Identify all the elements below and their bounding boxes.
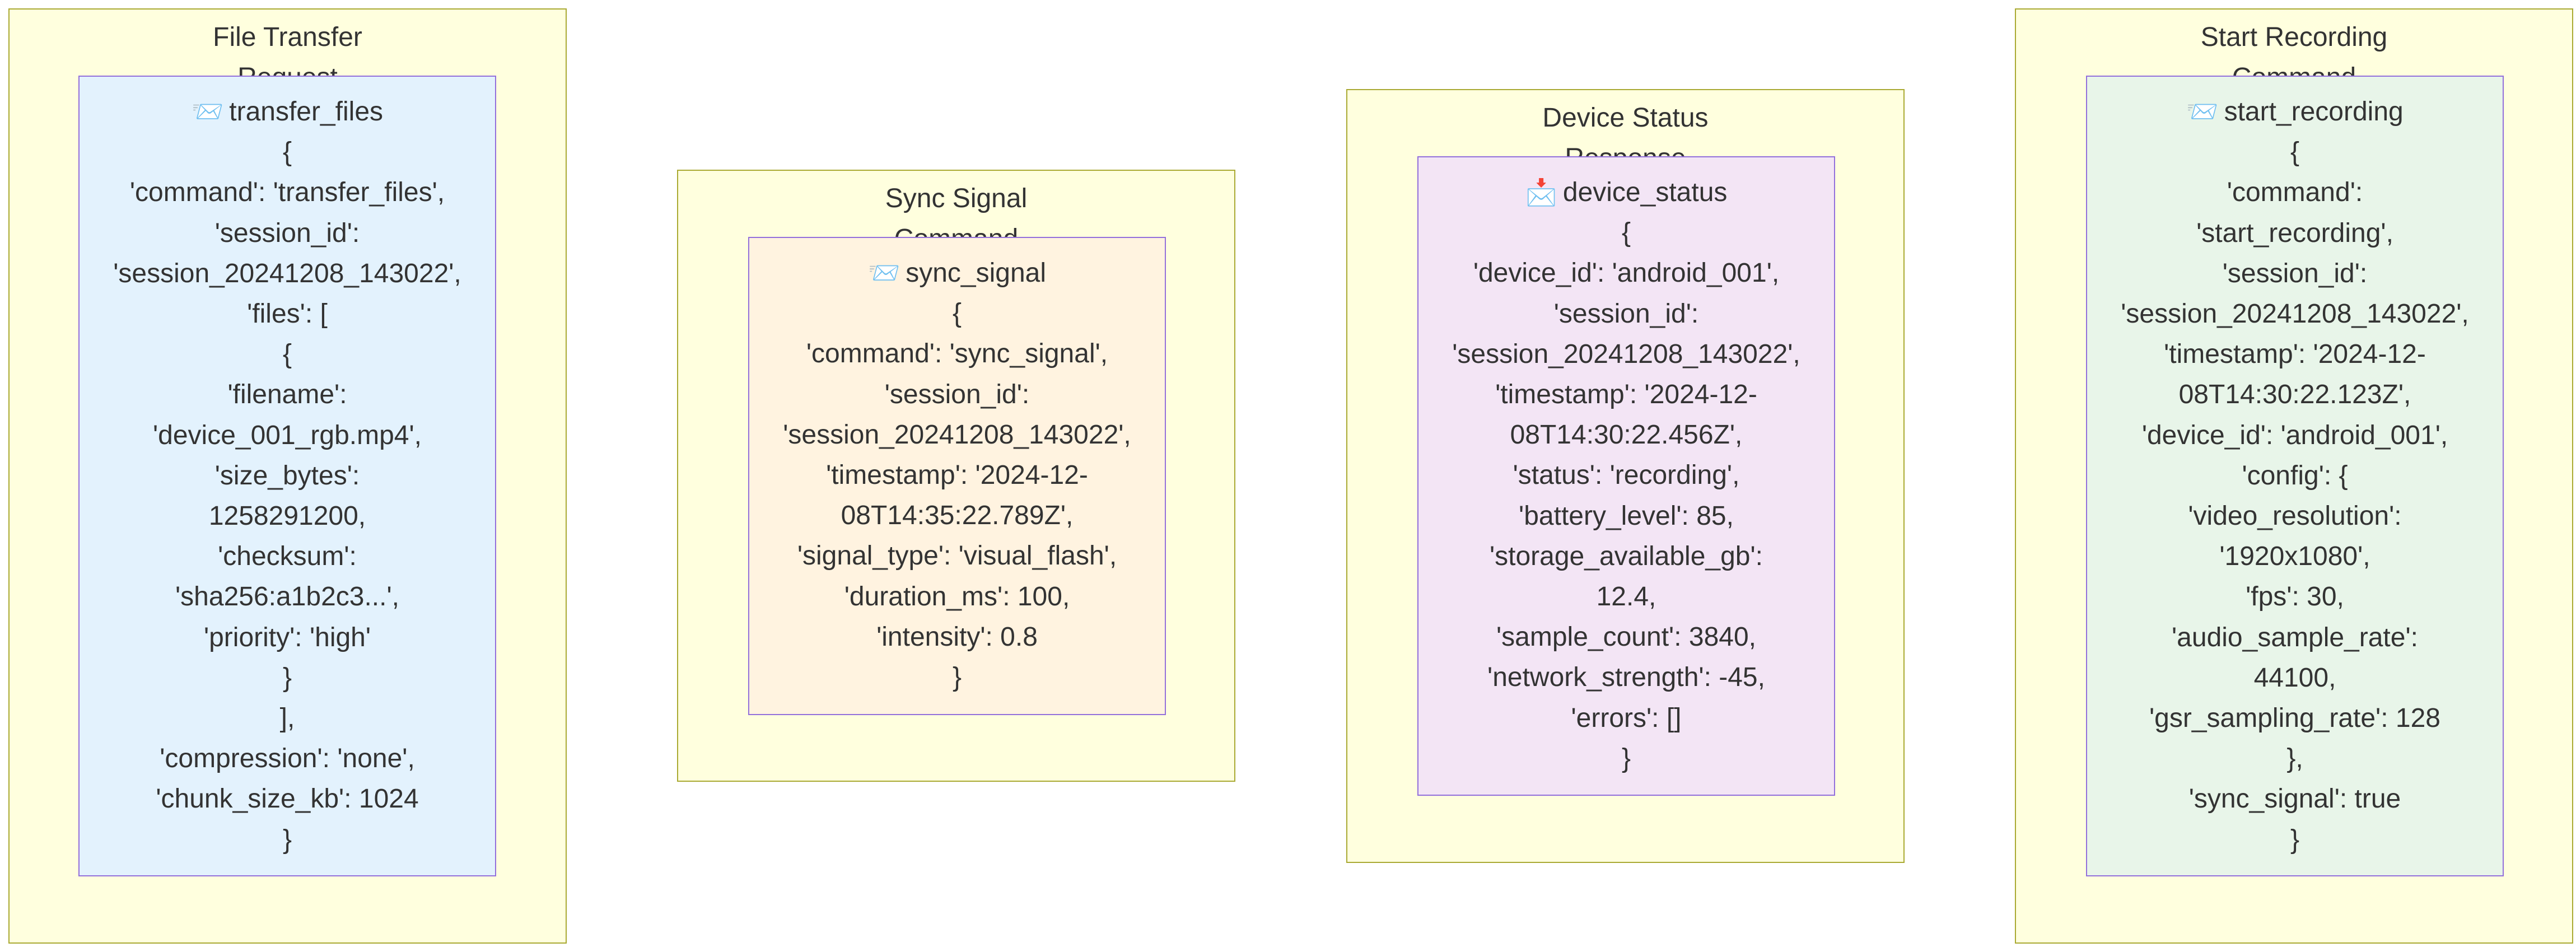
json-line: 'timestamp': '2024-12- [826,460,1088,491]
json-line: 'config': { [2242,460,2348,491]
node-title: 📩device_status [1525,178,1728,207]
envelope-arrow-icon: 📩 [1525,178,1557,207]
envelope-incoming-icon: 📨 [2186,97,2219,126]
json-line: } [282,662,292,693]
json-line: 'sample_count': 3840, [1496,622,1756,652]
json-line: 'session_20241208_143022', [783,419,1131,450]
json-line: } [952,662,962,693]
json-line: 'signal_type': 'visual_flash', [797,541,1117,571]
json-line: 'gsr_sampling_rate': 128 [2149,703,2440,734]
json-line: 'device_id': 'android_001', [1473,258,1780,288]
json-line: { [1621,218,1631,248]
json-line: 'video_resolution': [2188,501,2402,531]
json-line: 'network_strength': -45, [1487,662,1765,693]
node-title: 📨transfer_files [191,97,384,127]
json-line: 'intensity': 0.8 [876,622,1038,652]
json-line: { [282,339,292,370]
json-line: '1920x1080', [2219,542,2370,572]
json-line: 'duration_ms': 100, [844,581,1070,612]
json-line: }, [2286,744,2303,774]
json-line: 44100, [2253,662,2336,693]
json-line: ], [279,703,295,734]
json-line: 'compression': 'none', [160,744,415,774]
json-line: 'priority': 'high' [203,622,371,652]
json-line: 'errors': [] [1571,703,1682,733]
json-line: 'sha256:a1b2c3...', [175,582,399,612]
json-line: 'audio_sample_rate': [2172,622,2418,652]
json-line: 'start_recording', [2196,218,2393,248]
cluster-start-recording: Start Recording Command 📨start_recording… [2015,8,2573,944]
json-line: 'session_id': [1553,298,1699,329]
json-line: 'session_id': [214,218,360,248]
json-line: 'battery_level': 85, [1519,501,1734,531]
node-title: 📨sync_signal [867,258,1047,288]
json-line: 'filename': [227,380,347,410]
json-line: } [282,824,292,855]
json-line: 08T14:30:22.123Z', [2178,380,2411,410]
json-line: 'session_20241208_143022', [113,258,461,288]
json-line: 'status': 'recording', [1513,460,1740,491]
cluster-device-status: Device Status Response 📩device_status { … [1346,89,1905,863]
json-line: 'session_20241208_143022', [2121,299,2469,329]
json-line: { [2290,137,2300,167]
json-line: 08T14:30:22.456Z', [1510,420,1743,450]
json-line: 'sync_signal': true [2188,784,2401,814]
json-line: 'device_id': 'android_001', [2141,420,2448,450]
json-line: { [282,137,292,167]
json-line: 'session_20241208_143022', [1452,339,1800,369]
json-line: 'files': [ [247,299,328,329]
json-line: 'session_id': [2222,258,2368,288]
json-line: 'checksum': [218,542,357,572]
json-line: 'fps': 30, [2246,582,2344,612]
json-line: 'command': [2227,178,2363,208]
node-sync-signal[interactable]: 📨sync_signal { 'command': 'sync_signal',… [748,237,1166,715]
json-line: } [2290,824,2300,855]
json-line: 'command': 'transfer_files', [129,178,445,208]
json-line: 'chunk_size_kb': 1024 [156,784,419,814]
node-device-status[interactable]: 📩device_status { 'device_id': 'android_0… [1417,156,1835,796]
envelope-incoming-icon: 📨 [191,97,224,126]
json-line: } [1621,743,1631,773]
envelope-incoming-icon: 📨 [867,258,900,287]
json-line: 1258291200, [208,501,366,531]
cluster-sync-signal: Sync Signal Command 📨sync_signal { 'comm… [677,170,1235,782]
json-line: 'storage_available_gb': [1489,541,1763,571]
json-line: 'timestamp': '2024-12- [1495,380,1757,410]
json-line: 'timestamp': '2024-12- [2164,339,2426,370]
node-transfer-files[interactable]: 📨transfer_files { 'command': 'transfer_f… [78,76,496,876]
json-line: 08T14:35:22.789Z', [841,501,1074,531]
json-line: { [952,298,962,329]
json-line: 'size_bytes': [214,460,360,491]
json-line: 'session_id': [884,379,1030,409]
node-title: 📨start_recording [2186,97,2404,127]
json-line: 'device_001_rgb.mp4', [153,420,422,450]
node-start-recording[interactable]: 📨start_recording { 'command': 'start_rec… [2086,76,2504,876]
json-line: 12.4, [1596,582,1656,612]
json-line: 'command': 'sync_signal', [806,339,1108,369]
cluster-file-transfer: File Transfer Request 📨transfer_files { … [8,8,567,944]
